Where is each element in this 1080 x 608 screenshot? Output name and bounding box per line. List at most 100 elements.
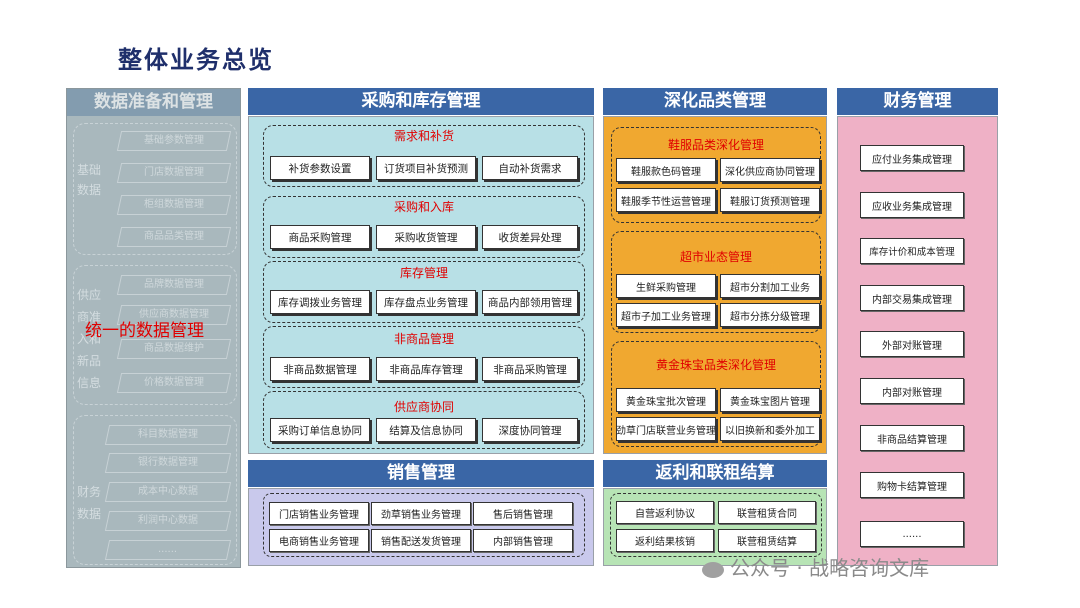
module-box[interactable]: 超市分拣分级管理 — [720, 303, 820, 327]
module-box[interactable]: 应付业务集成管理 — [860, 145, 964, 171]
group-label-supplier-1: 供应 — [77, 288, 102, 302]
sales-group — [263, 493, 585, 557]
module-box[interactable]: 自动补货需求 — [482, 156, 578, 180]
section-purchase: 采购和入库 商品采购管理 采购收货管理 收货差异处理 — [263, 196, 585, 258]
group-label-basic-2: 数据 — [77, 183, 102, 197]
module-box[interactable]: 库存计价和成本管理 — [860, 238, 964, 264]
rebate-panel: 自营返利协议 联营租赁合同 返利结果核销 联营租赁结算 — [603, 488, 827, 566]
module-box[interactable]: 内部销售管理 — [473, 529, 573, 552]
module-box[interactable]: 应收业务集成管理 — [860, 192, 964, 218]
section-jewelry: 黄金珠宝品类深化管理 黄金珠宝批次管理 黄金珠宝图片管理 劲草门店联营业务管理 … — [611, 341, 821, 447]
rebate-group — [610, 493, 822, 557]
page-title: 整体业务总览 — [118, 45, 274, 74]
data-item[interactable]: 利润中心数据 — [104, 511, 232, 531]
data-prep-group-basic — [73, 123, 237, 255]
module-box[interactable]: ...... — [860, 521, 964, 547]
data-prep-group-supplier — [73, 265, 237, 405]
procurement-header: 采购和库存管理 — [248, 88, 594, 115]
module-box[interactable]: 深化供应商协同管理 — [720, 158, 820, 182]
module-box[interactable]: 商品内部领用管理 — [482, 290, 578, 314]
data-item[interactable]: 价格数据管理 — [116, 373, 232, 393]
data-item[interactable]: 品牌数据管理 — [116, 275, 232, 295]
section-supermarket: 超市业态管理 生鲜采购管理 超市分割加工业务 超市子加工业务管理 超市分拣分级管… — [611, 231, 821, 333]
finance-panel: 应付业务集成管理 应收业务集成管理 库存计价和成本管理 内部交易集成管理 外部对… — [837, 116, 998, 566]
module-box[interactable]: 非商品库存管理 — [376, 357, 476, 381]
data-item[interactable]: 门店数据管理 — [116, 163, 232, 183]
section-inventory: 库存管理 库存调拨业务管理 库存盘点业务管理 商品内部领用管理 — [263, 261, 585, 323]
module-box[interactable]: 非商品结算管理 — [860, 425, 964, 451]
module-box[interactable]: 库存盘点业务管理 — [376, 290, 476, 314]
section-title: 库存管理 — [399, 266, 448, 280]
group-label-basic-1: 基础 — [77, 163, 102, 177]
data-item[interactable]: ...... — [104, 540, 232, 560]
module-box[interactable]: 非商品数据管理 — [270, 357, 370, 381]
section-non-goods: 非商品管理 非商品数据管理 非商品库存管理 非商品采购管理 — [263, 326, 585, 388]
module-box[interactable]: 劲草门店联营业务管理 — [616, 417, 716, 441]
module-box[interactable]: 返利结果核销 — [616, 529, 714, 552]
watermark: 公众号 · 战略咨询文库 — [702, 552, 929, 581]
module-box[interactable]: 以旧换新和委外加工 — [720, 417, 820, 441]
module-box[interactable]: 采购收货管理 — [376, 225, 476, 249]
data-item[interactable]: 商品数据维护 — [116, 339, 232, 359]
sales-panel: 门店销售业务管理 劲草销售业务管理 售后销售管理 电商销售业务管理 销售配送发货… — [248, 488, 594, 566]
module-box[interactable]: 销售配送发货管理 — [371, 529, 471, 552]
module-box[interactable]: 售后销售管理 — [473, 502, 573, 525]
module-box[interactable]: 黄金珠宝图片管理 — [720, 388, 820, 412]
rebate-header: 返利和联租结算 — [603, 460, 827, 487]
section-supplier-collab: 供应商协同 采购订单信息协同 结算及信息协同 深度协同管理 — [263, 391, 585, 449]
group-label-supplier-2: 商准 — [77, 310, 102, 324]
module-box[interactable]: 联营租赁结算 — [718, 529, 816, 552]
module-box[interactable]: 电商销售业务管理 — [269, 529, 369, 552]
data-item[interactable]: 成本中心数据 — [104, 482, 232, 502]
module-box[interactable]: 鞋服款色码管理 — [616, 158, 716, 182]
finance-header: 财务管理 — [837, 88, 998, 115]
data-item[interactable]: 科目数据管理 — [104, 425, 232, 445]
category-panel: 鞋服品类深化管理 鞋服款色码管理 深化供应商协同管理 鞋服季节性运营管理 鞋服订… — [603, 116, 827, 454]
module-box[interactable]: 订货项目补货预测 — [376, 156, 476, 180]
module-box[interactable]: 劲草销售业务管理 — [371, 502, 471, 525]
data-item[interactable]: 基础参数管理 — [116, 131, 232, 151]
section-title: 供应商协同 — [393, 400, 454, 414]
module-box[interactable]: 结算及信息协同 — [376, 418, 476, 442]
group-label-supplier-3: 入和 — [77, 332, 102, 346]
data-prep-header: 数据准备和管理 — [67, 89, 240, 116]
data-item[interactable]: 柜组数据管理 — [116, 195, 232, 215]
section-title: 超市业态管理 — [679, 250, 752, 264]
module-box[interactable]: 鞋服订货预测管理 — [720, 188, 820, 212]
wechat-icon — [702, 561, 724, 578]
section-apparel: 鞋服品类深化管理 鞋服款色码管理 深化供应商协同管理 鞋服季节性运营管理 鞋服订… — [611, 127, 821, 223]
section-demand: 需求和补货 补货参数设置 订货项目补货预测 自动补货需求 — [263, 125, 585, 187]
module-box[interactable]: 自营返利协议 — [616, 501, 714, 524]
module-box[interactable]: 超市子加工业务管理 — [616, 303, 716, 327]
section-title: 非商品管理 — [393, 332, 454, 346]
module-box[interactable]: 超市分割加工业务 — [720, 274, 820, 298]
section-title: 需求和补货 — [393, 129, 454, 143]
module-box[interactable]: 外部对账管理 — [860, 331, 964, 357]
module-box[interactable]: 非商品采购管理 — [482, 357, 578, 381]
module-box[interactable]: 库存调拨业务管理 — [270, 290, 370, 314]
category-header: 深化品类管理 — [603, 88, 827, 115]
module-box[interactable]: 购物卡结算管理 — [860, 472, 964, 498]
module-box[interactable]: 鞋服季节性运营管理 — [616, 188, 716, 212]
unified-data-overlay: 统一的数据管理 — [85, 321, 204, 341]
module-box[interactable]: 商品采购管理 — [270, 225, 370, 249]
data-prep-group-finance — [73, 415, 237, 565]
module-box[interactable]: 内部对账管理 — [860, 378, 964, 404]
data-prep-panel: 数据准备和管理 基础 数据 基础参数管理 门店数据管理 柜组数据管理 商品品类管… — [66, 88, 241, 568]
group-label-finance-1: 财务 — [77, 485, 102, 499]
module-box[interactable]: 黄金珠宝批次管理 — [616, 388, 716, 412]
module-box[interactable]: 深度协同管理 — [482, 418, 578, 442]
group-label-finance-2: 数据 — [77, 507, 102, 521]
module-box[interactable]: 门店销售业务管理 — [269, 502, 369, 525]
module-box[interactable]: 内部交易集成管理 — [860, 285, 964, 311]
module-box[interactable]: 补货参数设置 — [270, 156, 370, 180]
module-box[interactable]: 生鲜采购管理 — [616, 274, 716, 298]
module-box[interactable]: 收货差异处理 — [482, 225, 578, 249]
data-item[interactable]: 商品品类管理 — [116, 227, 232, 247]
watermark-text: 公众号 · 战略咨询文库 — [730, 556, 930, 580]
module-box[interactable]: 采购订单信息协同 — [270, 418, 370, 442]
group-label-supplier-4: 新品 — [77, 354, 102, 368]
module-box[interactable]: 联营租赁合同 — [718, 501, 816, 524]
section-title: 鞋服品类深化管理 — [667, 138, 764, 152]
data-item[interactable]: 银行数据管理 — [104, 453, 232, 473]
